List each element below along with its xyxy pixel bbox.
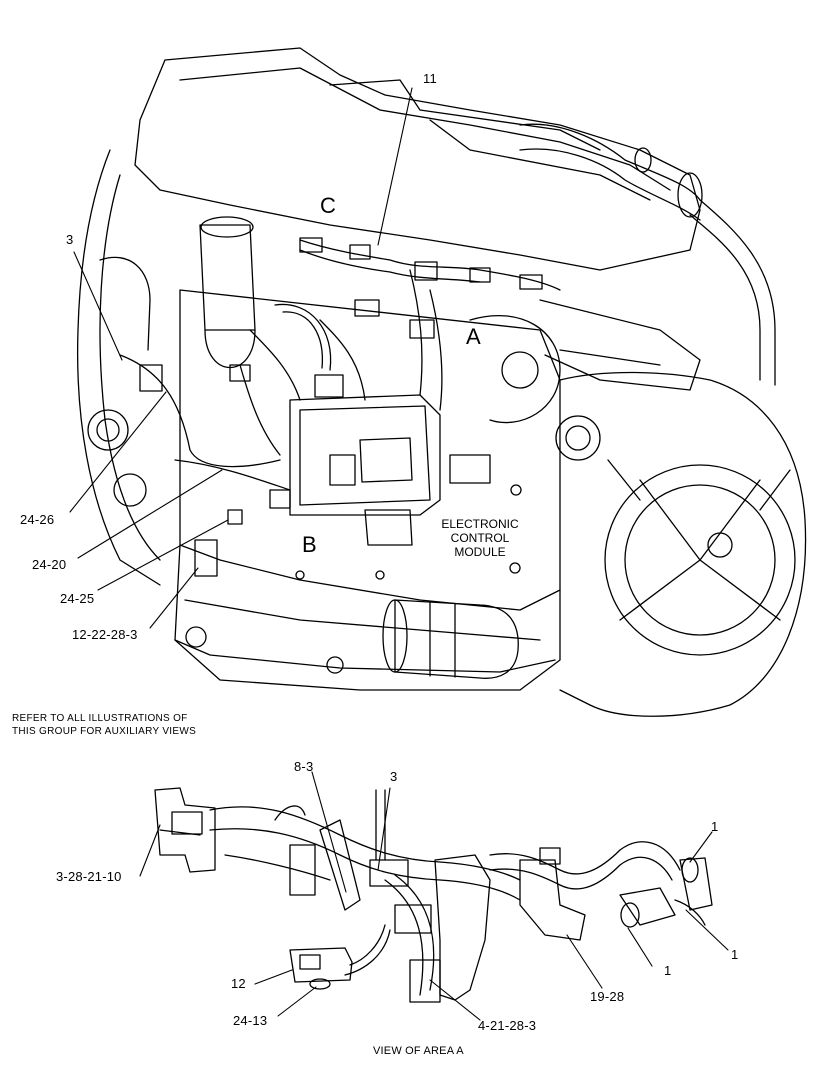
ecm-label-line-1: ELECTRONIC bbox=[441, 517, 519, 531]
callout-12: 12 bbox=[231, 976, 246, 991]
reference-note-line-2: THIS GROUP FOR AUXILIARY VIEWS bbox=[12, 726, 197, 737]
callout-12-22-28-3: 12-22-28-3 bbox=[72, 627, 138, 642]
area-letter-b: B bbox=[302, 532, 317, 557]
callout-1-bottom: 1 bbox=[664, 963, 672, 978]
ecm-label-line-3: MODULE bbox=[454, 545, 506, 559]
callout-8-3: 8-3 bbox=[294, 759, 314, 774]
callout-11: 11 bbox=[423, 71, 437, 86]
callout-4-21-28-3: 4-21-28-3 bbox=[478, 1018, 537, 1033]
detail-view-caption: VIEW OF AREA A bbox=[373, 1045, 464, 1057]
callout-1-right: 1 bbox=[731, 947, 739, 962]
ecm-label-line-2: CONTROL bbox=[450, 531, 510, 545]
harness-detail-illustration bbox=[154, 787, 713, 1003]
callout-3-28-21-10: 3-28-21-10 bbox=[56, 869, 122, 884]
reference-note-line-1: REFER TO ALL ILLUSTRATIONS OF bbox=[12, 713, 188, 724]
callout-3-main: 3 bbox=[66, 232, 74, 247]
callout-24-13: 24-13 bbox=[233, 1013, 268, 1028]
callout-24-20: 24-20 bbox=[32, 557, 67, 572]
callout-1-top: 1 bbox=[711, 819, 719, 834]
area-letter-c: C bbox=[320, 193, 337, 218]
callout-3-detail: 3 bbox=[390, 769, 398, 784]
area-letter-a: A bbox=[466, 324, 481, 349]
engine-block-illustration bbox=[76, 47, 807, 717]
reference-note: REFER TO ALL ILLUSTRATIONS OF THIS GROUP… bbox=[12, 712, 196, 738]
callout-24-26: 24-26 bbox=[20, 512, 55, 527]
callout-24-25: 24-25 bbox=[60, 591, 95, 606]
ecm-label: ELECTRONIC CONTROL MODULE bbox=[420, 517, 540, 559]
callout-19-28: 19-28 bbox=[590, 989, 625, 1004]
main-view-leader-lines bbox=[69, 87, 413, 629]
detail-view-leader-lines bbox=[139, 771, 729, 1021]
